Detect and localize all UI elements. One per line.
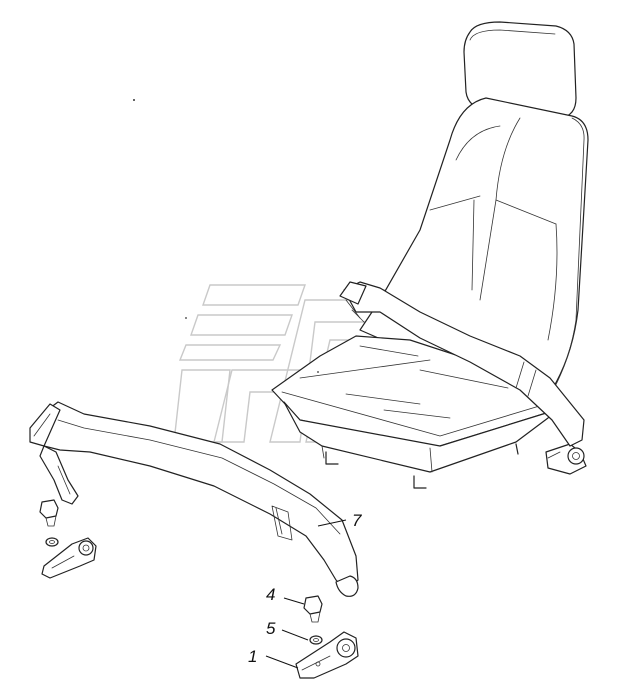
callout-labels: 7 4 5 1	[248, 511, 362, 666]
left-washer	[45, 537, 59, 547]
seat-cushion	[271, 335, 561, 489]
callout-4: 4	[266, 585, 275, 604]
bolt-item-4	[303, 595, 323, 623]
washer-item-5	[309, 635, 323, 645]
seat-belt-assembly	[29, 401, 359, 597]
callout-5: 5	[266, 619, 276, 638]
anchor-bracket-item-1	[295, 631, 359, 679]
right-buckle-bracket	[545, 443, 587, 475]
callout-7: 7	[352, 511, 362, 530]
callout-leaders	[265, 519, 347, 669]
left-anchor-bracket	[41, 537, 97, 579]
installed-lap-belt	[339, 281, 585, 447]
left-bolt	[39, 499, 59, 527]
stray-dot	[133, 99, 135, 101]
stray-dot	[185, 317, 187, 319]
stray-dot	[317, 371, 319, 373]
callout-1: 1	[248, 647, 257, 666]
